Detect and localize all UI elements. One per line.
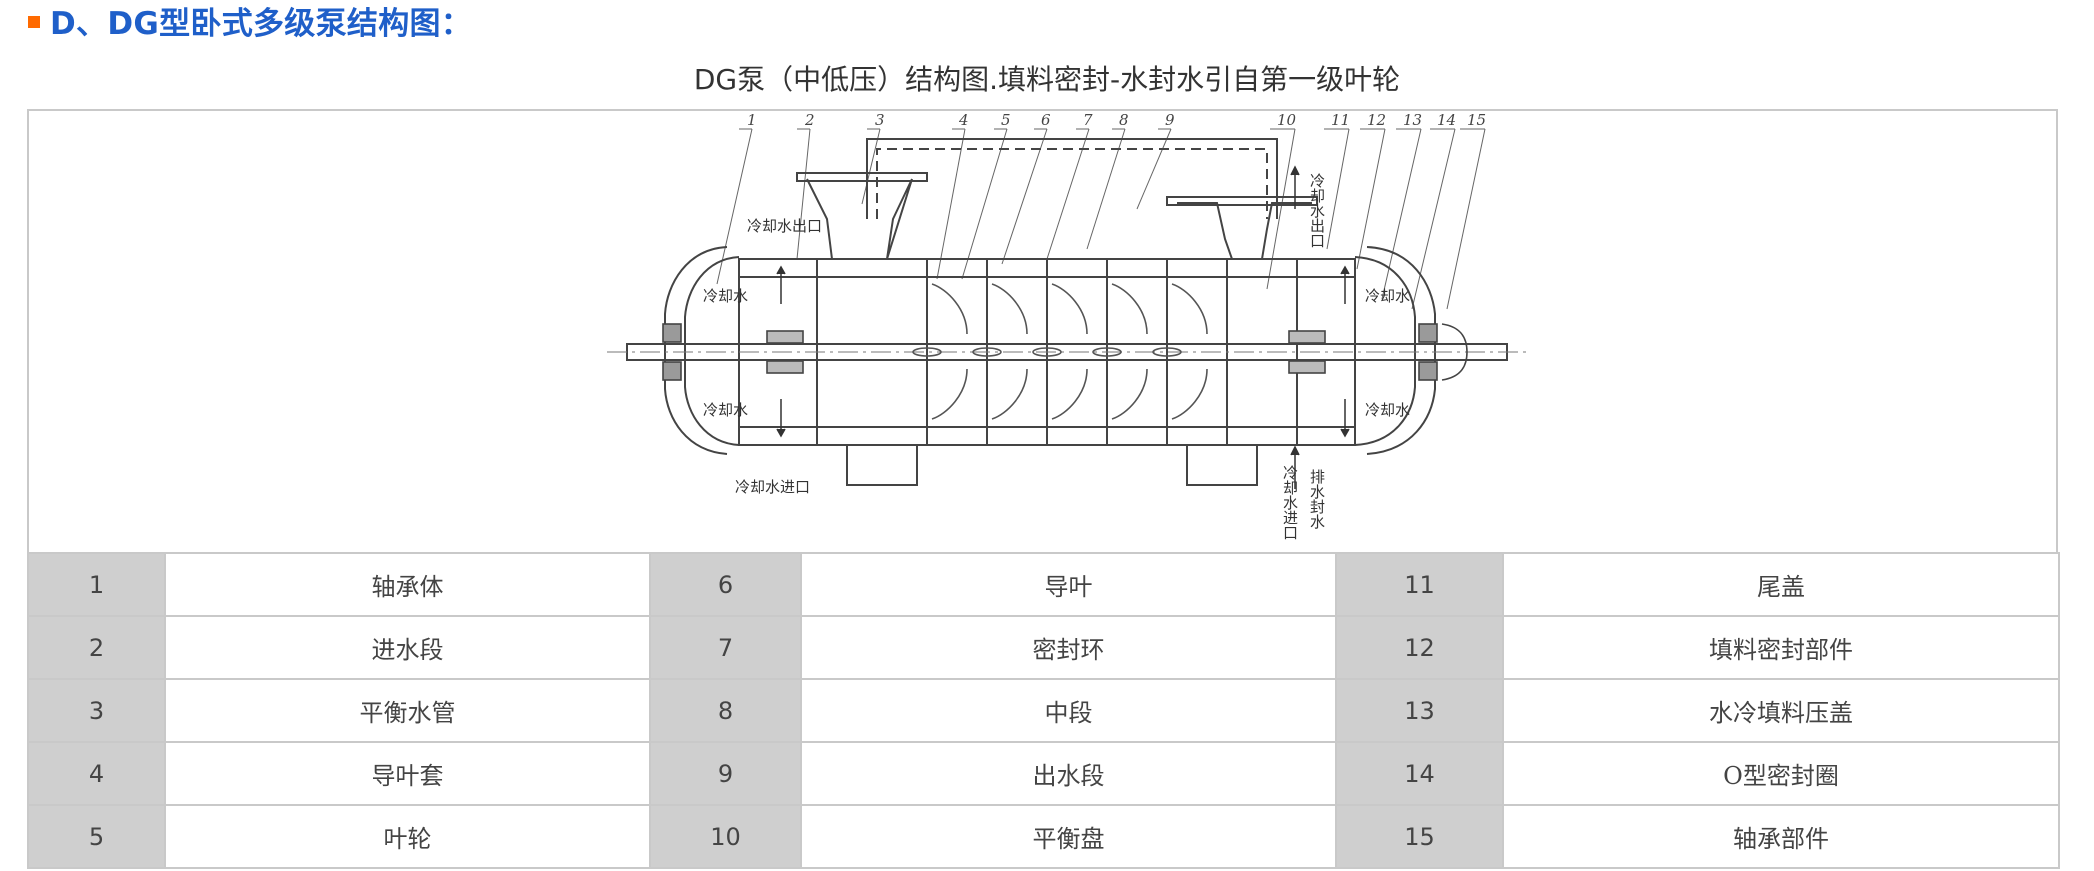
part-number: 10 bbox=[649, 804, 802, 869]
shaft bbox=[607, 343, 1527, 361]
callout-15: 15 bbox=[1467, 111, 1486, 129]
callout-2: 2 bbox=[804, 111, 815, 129]
part-name: 轴承部件 bbox=[1502, 804, 2060, 869]
part-name: 平衡水管 bbox=[164, 678, 651, 743]
heading-text: D、DG型卧式多级泵结构图： bbox=[50, 5, 473, 42]
part-number: 2 bbox=[27, 615, 166, 680]
part-number: 11 bbox=[1335, 552, 1504, 617]
part-number: 7 bbox=[649, 615, 802, 680]
label-cool-out-left: 冷却水出口 bbox=[747, 217, 822, 235]
callout-8: 8 bbox=[1119, 111, 1129, 129]
label-cool-in-right: 冷却水进口 bbox=[1281, 465, 1299, 540]
part-number: 13 bbox=[1335, 678, 1504, 743]
bearings-seals bbox=[662, 323, 1468, 381]
callout-numbers: 1 2 3 4 5 6 7 8 9 10 11 12 13 14 15 bbox=[747, 111, 1486, 129]
label-cool-right-top: 冷却水 bbox=[1365, 287, 1410, 305]
part-number: 6 bbox=[649, 552, 802, 617]
callout-13: 13 bbox=[1403, 111, 1422, 129]
part-name: 导叶 bbox=[800, 552, 1337, 617]
part-number: 4 bbox=[27, 741, 166, 806]
part-name: 导叶套 bbox=[164, 741, 651, 806]
part-number: 8 bbox=[649, 678, 802, 743]
callout-3: 3 bbox=[875, 111, 885, 129]
part-name: 进水段 bbox=[164, 615, 651, 680]
callout-6: 6 bbox=[1041, 111, 1051, 129]
part-number: 3 bbox=[27, 678, 166, 743]
part-name: 轴承体 bbox=[164, 552, 651, 617]
label-cool-in-left: 冷却水进口 bbox=[735, 478, 810, 496]
part-name: 出水段 bbox=[800, 741, 1337, 806]
label-cool-out-right: 冷却水出口 bbox=[1308, 173, 1326, 248]
callout-11: 11 bbox=[1331, 111, 1350, 129]
label-cool-right-bottom: 冷却水 bbox=[1365, 401, 1410, 419]
part-name: O型密封圈 bbox=[1502, 741, 2060, 806]
part-number: 14 bbox=[1335, 741, 1504, 806]
section-heading: D、DG型卧式多级泵结构图： bbox=[28, 0, 473, 42]
part-number: 12 bbox=[1335, 615, 1504, 680]
part-number: 9 bbox=[649, 741, 802, 806]
part-name: 密封环 bbox=[800, 615, 1337, 680]
diagram-caption: DG泵（中低压）结构图.填料密封-水封水引自第一级叶轮 bbox=[693, 63, 1401, 96]
callout-7: 7 bbox=[1083, 111, 1093, 129]
part-name: 水冷填料压盖 bbox=[1502, 678, 2060, 743]
part-number: 15 bbox=[1335, 804, 1504, 869]
callout-9: 9 bbox=[1165, 111, 1175, 129]
part-number: 5 bbox=[27, 804, 166, 869]
callout-14: 14 bbox=[1437, 111, 1456, 129]
label-drain-seal: 排水封水 bbox=[1308, 469, 1326, 529]
label-cool-left-bottom: 冷却水 bbox=[703, 401, 748, 419]
vertical-labels: 冷却水出口 冷却水进口 排水封水 bbox=[1281, 173, 1326, 540]
callout-10: 10 bbox=[1277, 111, 1297, 129]
part-name: 中段 bbox=[800, 678, 1337, 743]
callout-1: 1 bbox=[747, 111, 757, 129]
part-name: 平衡盘 bbox=[800, 804, 1337, 869]
callout-4: 4 bbox=[958, 111, 969, 129]
part-name: 尾盖 bbox=[1502, 552, 2060, 617]
diagram-labels: 冷却水出口 冷却水 冷却水 冷却水进口 冷却水 冷却水 bbox=[703, 217, 1410, 496]
callout-12: 12 bbox=[1367, 111, 1386, 129]
impellers bbox=[931, 283, 1208, 420]
part-name: 填料密封部件 bbox=[1502, 615, 2060, 680]
pump-structure-drawing: 1 2 3 4 5 6 7 8 9 10 11 12 13 14 15 bbox=[607, 111, 1527, 540]
callout-5: 5 bbox=[1001, 111, 1011, 129]
leader-lines bbox=[716, 128, 1486, 310]
heading-bullet bbox=[28, 16, 40, 28]
label-cool-left-top: 冷却水 bbox=[703, 287, 748, 305]
flow-arrows bbox=[776, 165, 1350, 489]
part-name: 叶轮 bbox=[164, 804, 651, 869]
part-number: 1 bbox=[27, 552, 166, 617]
